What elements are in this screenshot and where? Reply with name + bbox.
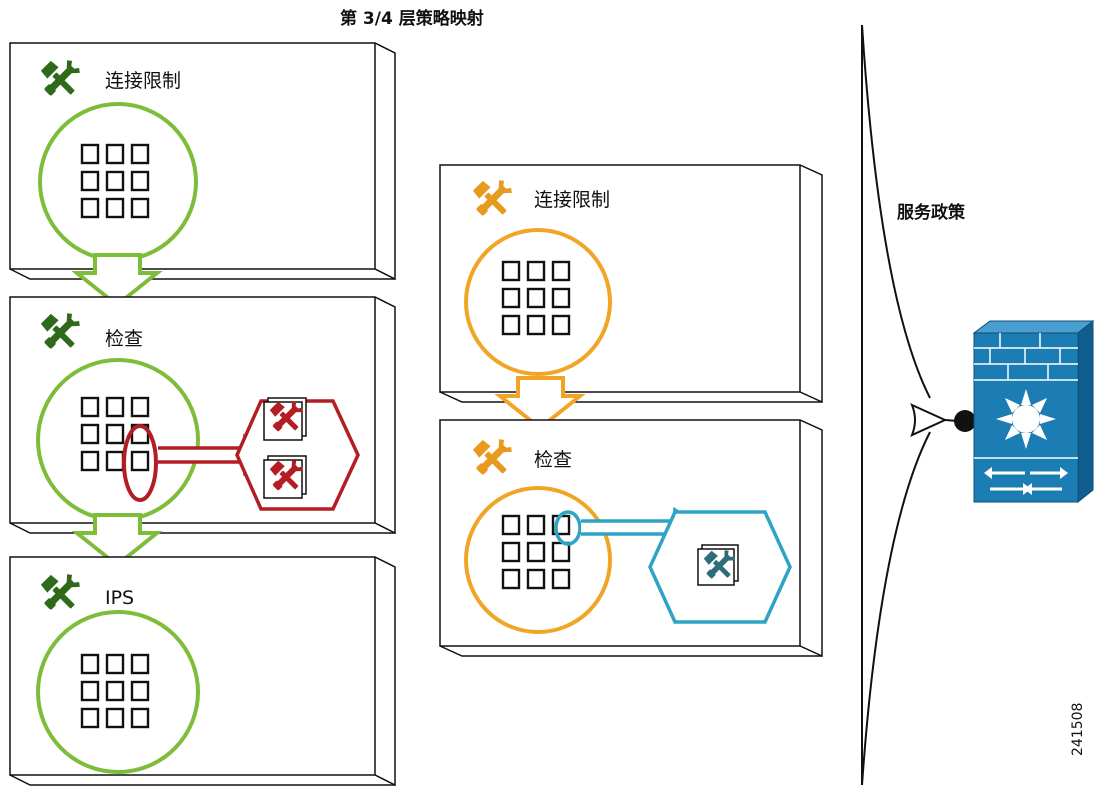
box-label: 检查: [534, 449, 572, 471]
flow-arrow-down: [71, 253, 163, 308]
box-label: 连接限制: [534, 189, 610, 211]
tool-card-icon: [697, 544, 739, 586]
tool-card-icon: [263, 397, 307, 441]
diagram-title: 第 3/4 层策略映射: [340, 8, 484, 29]
left-box-ips: IPS: [9, 556, 396, 787]
service-policy-label: 服务政策: [897, 202, 966, 223]
service-policy-funnel: [861, 24, 976, 786]
left-box-connection-limit: 连接限制: [9, 42, 396, 281]
middle-box-connection-limit: 连接限制: [439, 164, 823, 404]
box-label: 检查: [105, 328, 143, 350]
flow-arrow-down: [71, 513, 163, 568]
middle-box-inspection: 检查: [439, 419, 823, 658]
figure-number: 241508: [1070, 703, 1086, 756]
tool-card-icon: [263, 455, 307, 499]
box-label: IPS: [105, 587, 134, 609]
left-box-inspection: 检查: [9, 296, 396, 535]
box-label: 连接限制: [105, 70, 181, 92]
firewall-switch-icon: [972, 319, 1095, 504]
flow-arrow-down: [494, 376, 586, 431]
